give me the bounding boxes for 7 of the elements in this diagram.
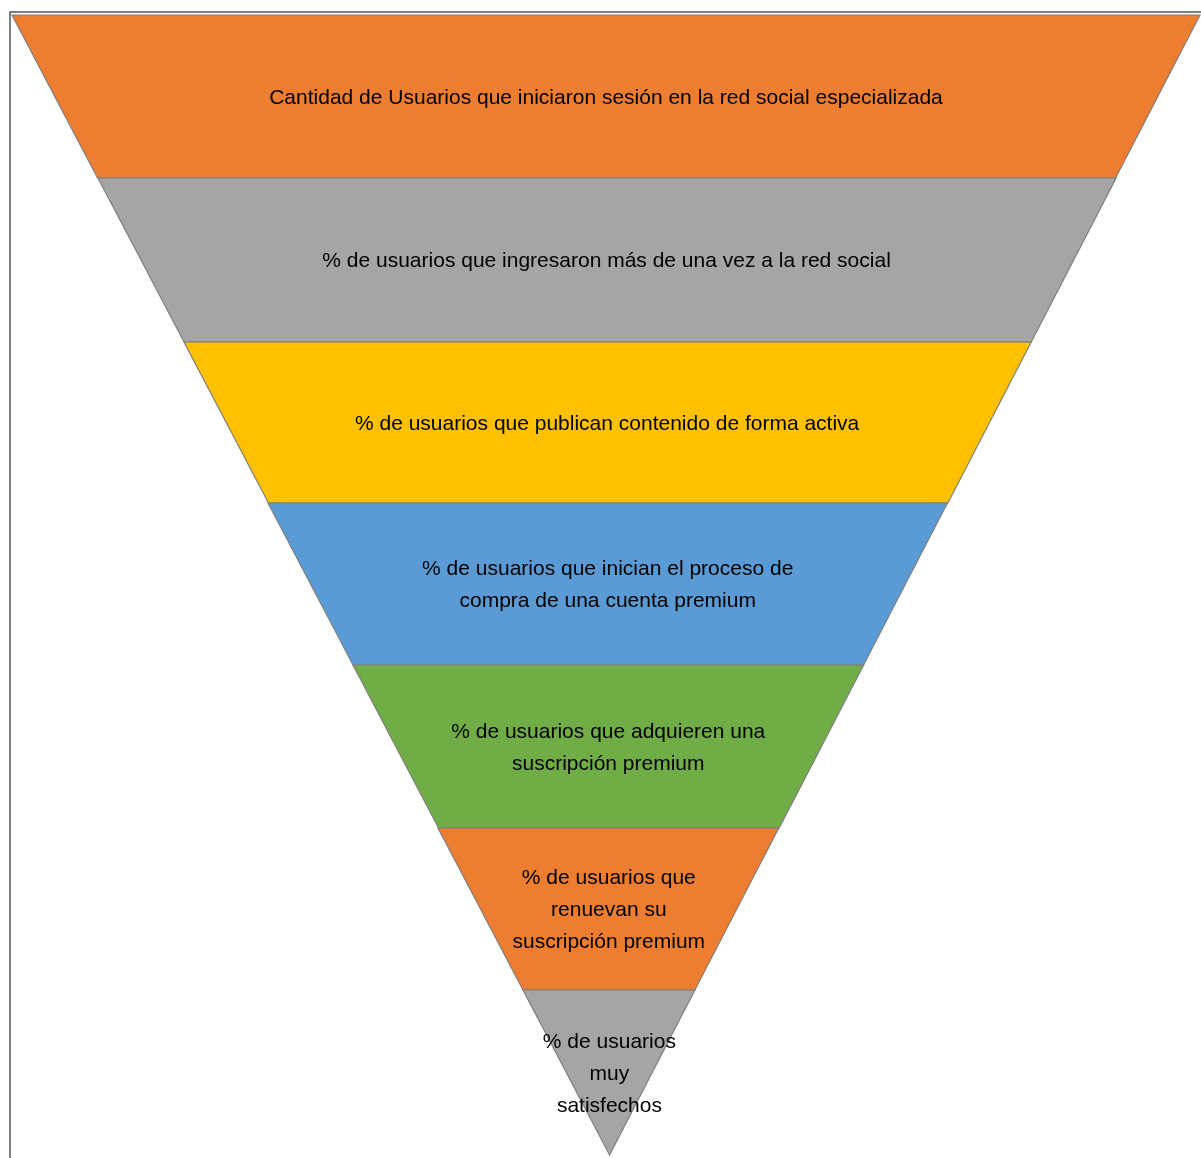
funnel-label: Cantidad de Usuarios que iniciaron sesión en la red social especializada <box>268 83 944 110</box>
funnel-label: % de usuarios muy satisfechos <box>541 1027 677 1118</box>
funnel-label: % de usuarios que inician el proceso de compra de una cuenta premium <box>421 555 795 613</box>
funnel-label: % de usuarios que adquieren una suscripción premium <box>450 717 767 776</box>
funnel-label: % de usuarios que publican contenido de forma activa <box>353 409 861 436</box>
funnel-label: % de usuarios que renuevan su suscripción premium <box>511 864 707 954</box>
funnel-label: % de usuarios que ingresaron más de una vez a la red social <box>321 247 892 273</box>
